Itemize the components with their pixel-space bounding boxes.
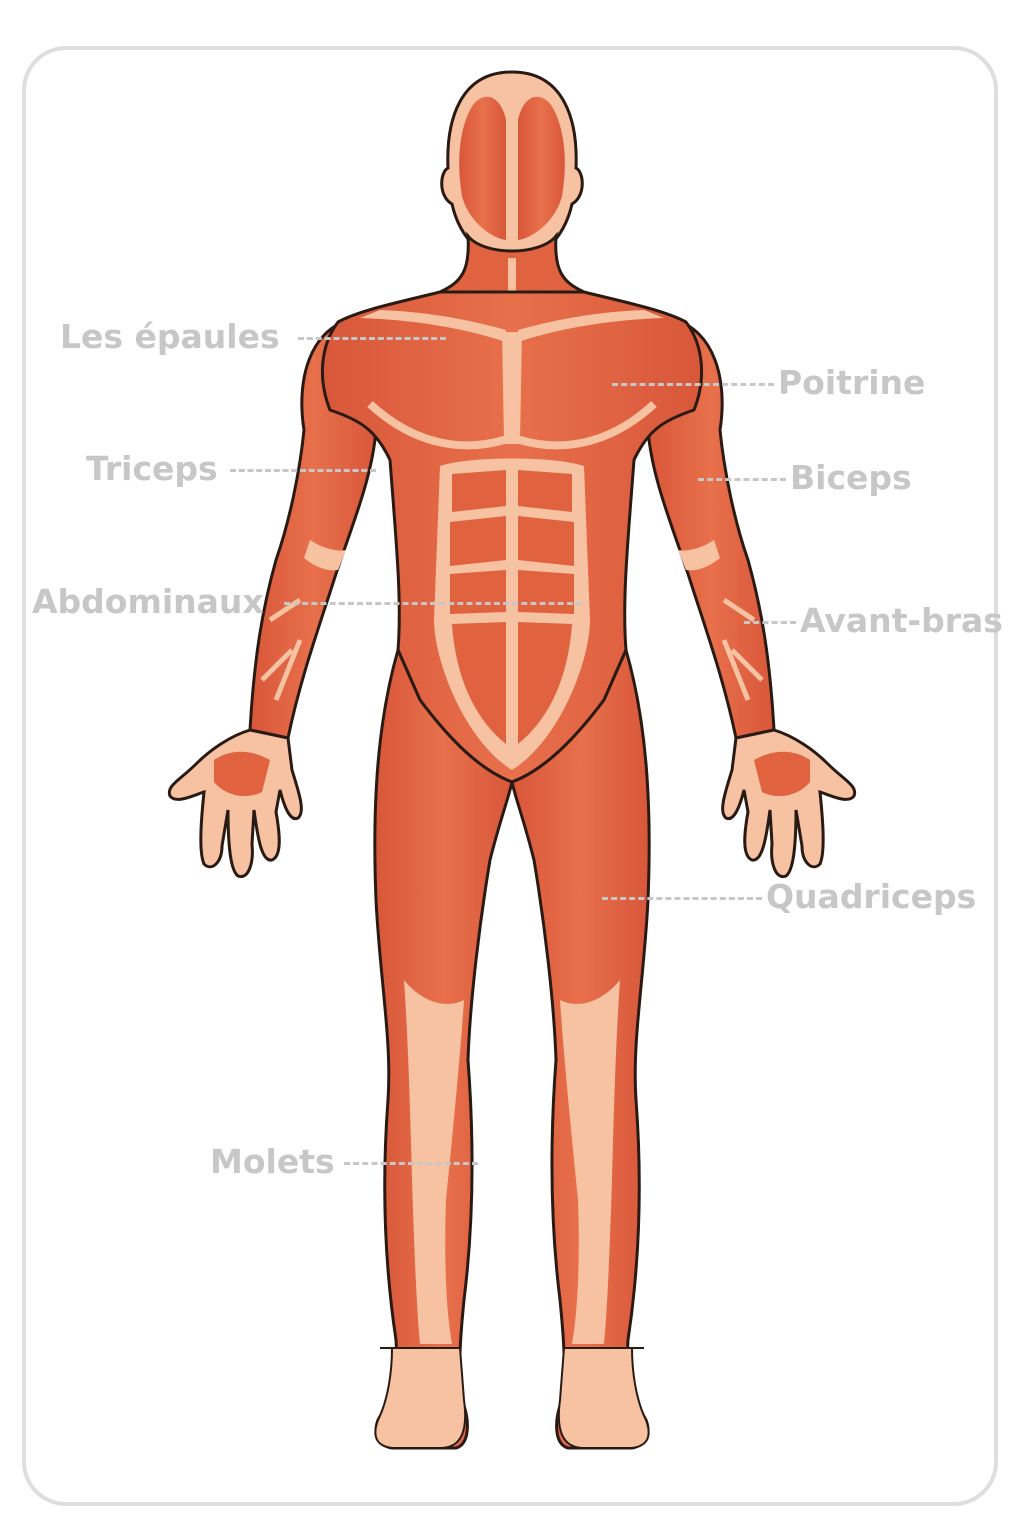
leader-triceps <box>230 469 376 472</box>
right-leg <box>510 645 651 1450</box>
head <box>440 70 584 268</box>
leader-forearm <box>744 621 796 624</box>
leader-abs <box>284 602 582 605</box>
right-hand <box>721 728 857 879</box>
leader-chest <box>612 383 774 386</box>
left-leg <box>373 645 514 1450</box>
left-hand <box>167 728 303 879</box>
label-shoulders: Les épaules <box>60 317 280 356</box>
label-quadriceps: Quadriceps <box>766 877 977 916</box>
leader-quadriceps <box>602 897 762 900</box>
leader-shoulders <box>298 337 446 340</box>
label-chest: Poitrine <box>778 363 926 402</box>
leader-biceps <box>698 478 786 481</box>
label-abs: Abdominaux <box>32 582 264 621</box>
label-triceps: Triceps <box>86 449 218 488</box>
leader-calves <box>344 1162 478 1165</box>
torso <box>320 290 704 784</box>
label-biceps: Biceps <box>790 458 912 497</box>
label-forearm: Avant-bras <box>800 601 1003 640</box>
label-calves: Molets <box>210 1142 335 1181</box>
